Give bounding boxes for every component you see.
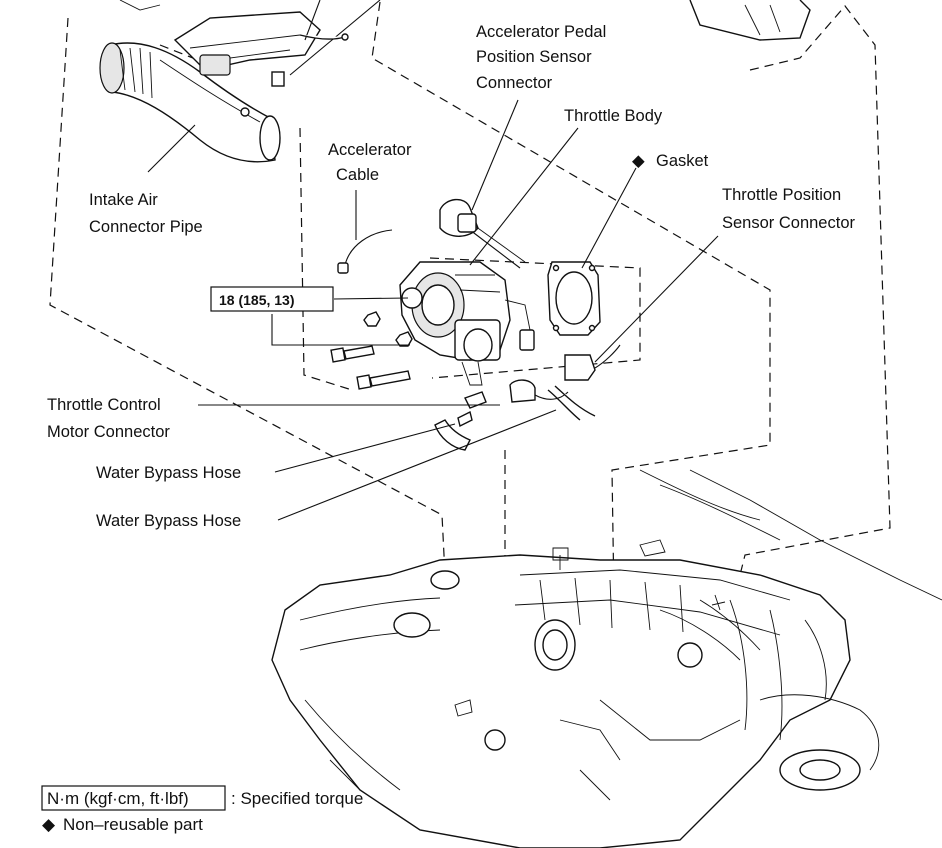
torque-spec-box	[210, 286, 334, 312]
legend-diamond-icon: ◆	[42, 815, 56, 834]
label-tps-connector-line-1: Throttle Position	[722, 186, 841, 204]
motor-connector-and-hoses	[434, 379, 596, 451]
label-throttle-body: Throttle Body	[564, 107, 663, 125]
intake-air-connector-pipe	[99, 42, 281, 163]
gasket-diamond-icon: ◆	[632, 152, 646, 170]
throttle-body-part	[399, 261, 535, 386]
label-water-bypass-hose-1: Water Bypass Hose	[96, 464, 241, 482]
gasket-part	[547, 261, 601, 336]
part-labels: Accelerator Pedal Position Sensor Connec…	[47, 23, 855, 530]
label-intake-pipe-line-1: Intake Air	[89, 191, 158, 209]
label-accel-pedal-sensor-line-2: Position Sensor	[476, 48, 592, 66]
label-torque-spec: 18 (185, 13)	[219, 292, 295, 308]
bolts-and-nuts	[330, 311, 413, 390]
engine-assembly	[271, 469, 942, 848]
label-accel-pedal-sensor-line-3: Connector	[476, 74, 553, 92]
label-motor-connector-line-1: Throttle Control	[47, 396, 161, 414]
label-motor-connector-line-2: Motor Connector	[47, 423, 170, 441]
legend-torque-box	[41, 785, 226, 811]
legend-torque-desc: : Specified torque	[231, 789, 363, 808]
legend: N·m (kgf·cm, ft·lbf) : Specified torque …	[41, 785, 363, 834]
accel-pedal-sensor-connector-part	[439, 198, 526, 269]
accelerator-cable-part	[337, 229, 393, 274]
label-accelerator-cable-line-1: Accelerator	[328, 141, 412, 159]
label-accelerator-cable-line-2: Cable	[336, 166, 379, 184]
label-gasket: Gasket	[656, 152, 709, 170]
legend-non-reusable: Non–reusable part	[63, 815, 203, 834]
label-intake-pipe-line-2: Connector Pipe	[89, 218, 203, 236]
label-accel-pedal-sensor-line-1: Accelerator Pedal	[476, 23, 606, 41]
air-cleaner-housing	[119, 0, 811, 87]
leader-lines	[147, 99, 719, 521]
label-tps-connector-line-2: Sensor Connector	[722, 214, 855, 232]
label-water-bypass-hose-2: Water Bypass Hose	[96, 512, 241, 530]
legend-torque-units: N·m (kgf·cm, ft·lbf)	[47, 789, 189, 808]
throttle-position-sensor-connector-part	[564, 344, 621, 381]
